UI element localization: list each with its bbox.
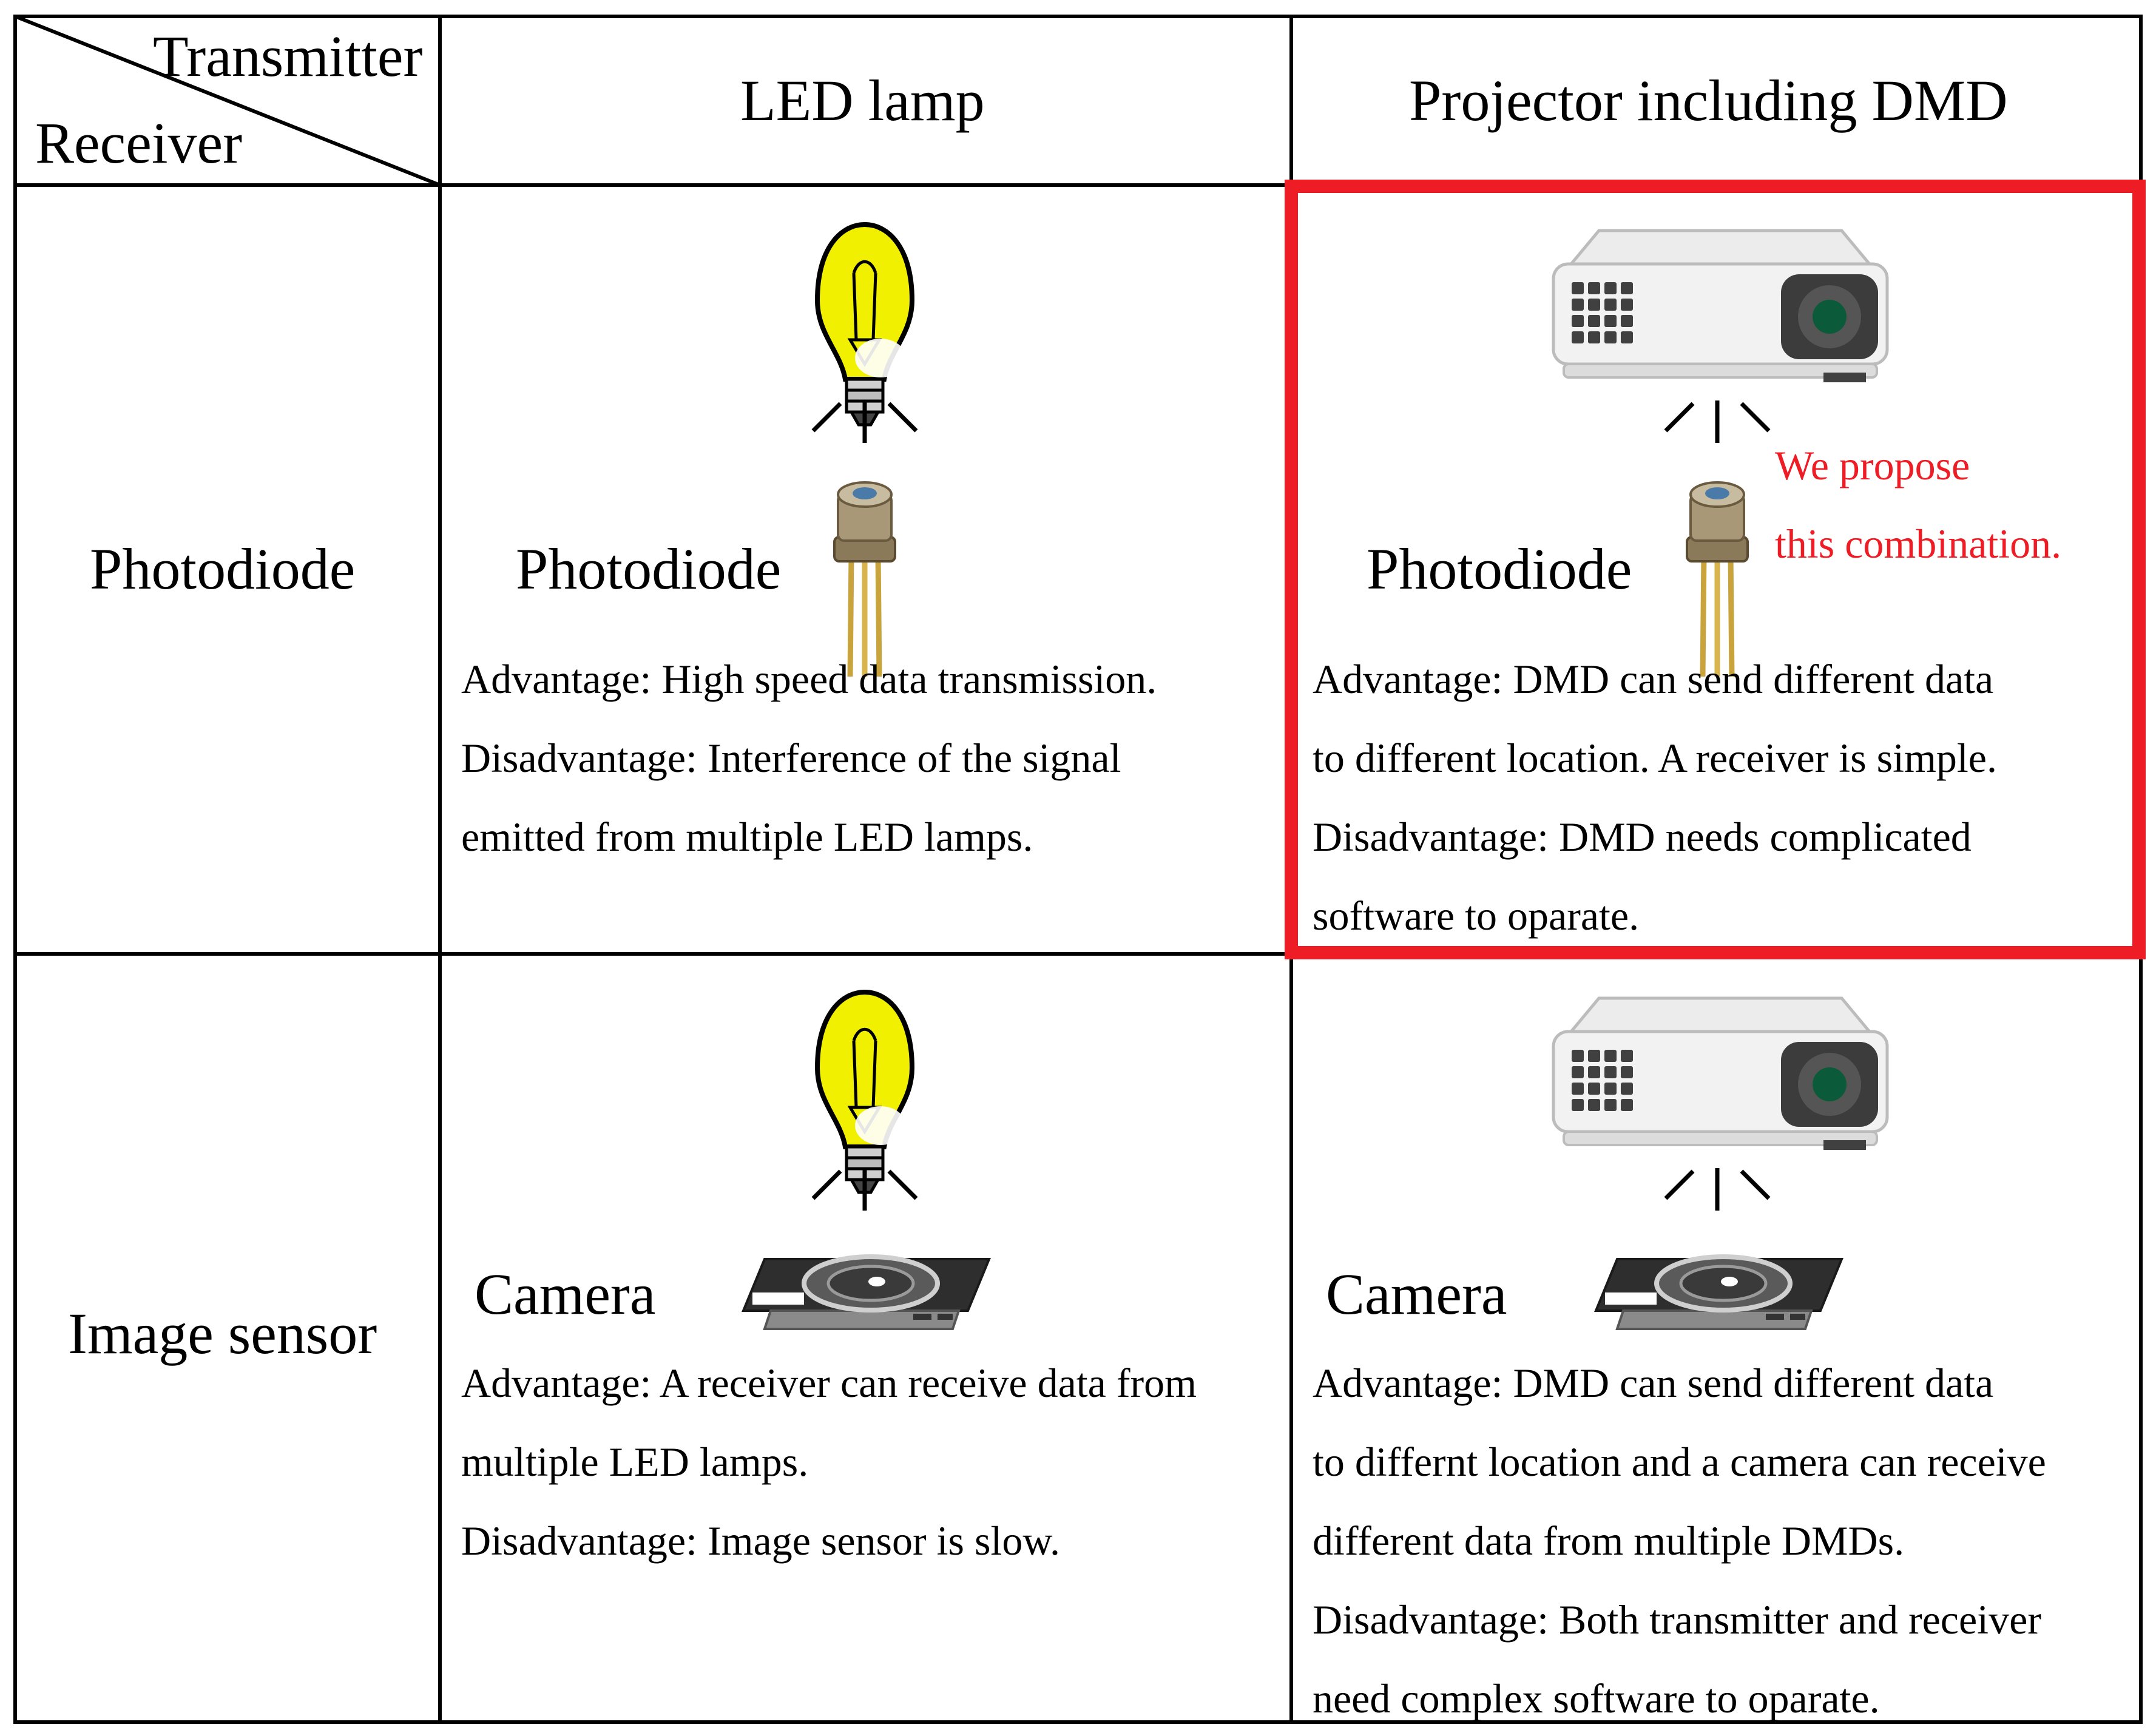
camera-icon — [1596, 1257, 1842, 1329]
light-rays-icon — [813, 1168, 916, 1211]
row-header-image-sensor: Image sensor — [68, 1301, 377, 1366]
cell-text-line: multiple LED lamps. — [461, 1439, 809, 1485]
corner-transmitter-label: Transmitter — [153, 24, 423, 89]
column-header-projector-dmd: Projector including DMD — [1409, 68, 2008, 133]
projector-icon — [1553, 998, 1887, 1150]
cell-text-line: Disadvantage: DMD needs complicated — [1313, 814, 1972, 860]
proposal-note: We propose — [1775, 442, 1970, 488]
light-bulb-icon — [817, 992, 912, 1192]
corner-receiver-label: Receiver — [35, 110, 243, 175]
device-label-camera: Camera — [1326, 1262, 1507, 1326]
cell-text-line: Disadvantage: Interference of the signal — [461, 735, 1121, 781]
cell-text-line: Advantage: A receiver can receive data f… — [461, 1360, 1197, 1406]
cell-text-line: need complex software to oparate. — [1313, 1675, 1880, 1722]
device-label-camera: Camera — [475, 1262, 656, 1326]
cell-text-line: Disadvantage: Image sensor is slow. — [461, 1518, 1061, 1564]
cell-text-line: to different location. A receiver is sim… — [1313, 735, 1997, 781]
proposal-note: this combination. — [1775, 521, 2062, 567]
light-bulb-icon — [817, 225, 912, 425]
camera-icon — [743, 1257, 989, 1329]
cell-text-line: Advantage: High speed data transmission. — [461, 656, 1157, 702]
cell-text-line: Advantage: DMD can send different data — [1313, 1360, 1994, 1406]
column-header-led-lamp: LED lamp — [740, 68, 985, 133]
photodiode-icon — [1687, 482, 1748, 677]
cell-text-line: different data from multiple DMDs. — [1313, 1518, 1905, 1564]
proposed-combination-highlight — [1285, 180, 2146, 959]
projector-icon — [1553, 231, 1887, 382]
light-rays-icon — [813, 400, 916, 443]
cell-text-line: software to oparate. — [1313, 893, 1640, 939]
photodiode-icon — [834, 482, 895, 677]
device-label-photodiode: Photodiode — [516, 536, 782, 601]
light-rays-icon — [1666, 1168, 1769, 1211]
cell-text-line: emitted from multiple LED lamps. — [461, 814, 1033, 860]
cell-text-line: to differnt location and a camera can re… — [1313, 1439, 2046, 1485]
row-header-photodiode: Photodiode — [90, 536, 356, 601]
cell-text-line: Advantage: DMD can send different data — [1313, 656, 1994, 702]
light-rays-icon — [1666, 400, 1769, 443]
cell-text-line: Disadvantage: Both transmitter and recei… — [1313, 1597, 2041, 1643]
device-label-photodiode: Photodiode — [1367, 536, 1632, 601]
